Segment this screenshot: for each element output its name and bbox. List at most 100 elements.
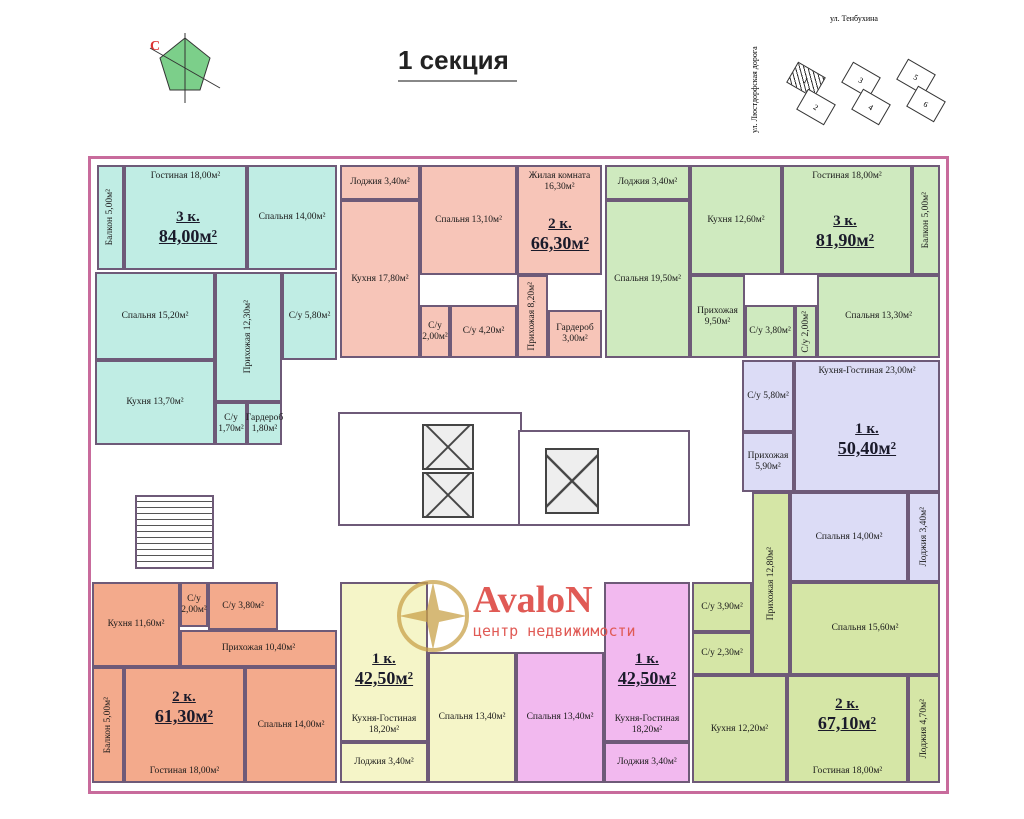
room: С/у 5,80м² bbox=[742, 360, 794, 432]
room-label: Кухня-Гостиная 23,00м² bbox=[818, 366, 916, 376]
room-label: Гостиная 18,00м² bbox=[150, 171, 221, 181]
room: Лоджия 3,40м² bbox=[908, 492, 940, 582]
room: С/у 5,80м² bbox=[282, 272, 337, 360]
apartment-label: 1 к.42,50м² bbox=[618, 651, 676, 689]
room-label: С/у 3,80м² bbox=[749, 326, 791, 337]
room: Лоджия 3,40м² bbox=[340, 742, 428, 783]
room: С/у 2,00м² bbox=[420, 305, 450, 358]
room: Спальня 14,00м² bbox=[245, 667, 337, 783]
room: С/у 3,80м² bbox=[745, 305, 795, 358]
room: Гостиная 18,00м² bbox=[124, 667, 245, 783]
section-6: 6 bbox=[906, 85, 946, 123]
room-label: Кухня 11,60м² bbox=[107, 619, 165, 630]
apartment-label: 2 к.61,30м² bbox=[155, 689, 213, 727]
room: Спальня 19,50м² bbox=[605, 200, 690, 358]
room-label: Спальня 14,00м² bbox=[257, 719, 325, 730]
room: Балкон 5,00м² bbox=[912, 165, 940, 275]
room: С/у 3,80м² bbox=[208, 582, 278, 630]
elevator-2 bbox=[422, 472, 474, 518]
apartment-rooms-count: 1 к. bbox=[635, 651, 659, 667]
room-label: Лоджия 3,40м² bbox=[617, 757, 677, 768]
apartment-area: 67,10м² bbox=[817, 713, 877, 733]
watermark: AvaloN центр недвижимости bbox=[395, 578, 636, 659]
apartment-rooms-count: 2 к. bbox=[548, 216, 572, 232]
elevator-1 bbox=[422, 424, 474, 470]
elevator-3 bbox=[545, 448, 599, 514]
room-label: Спальня 14,00м² bbox=[815, 531, 883, 542]
watermark-subtitle: центр недвижимости bbox=[473, 622, 636, 640]
apartment-area: 84,00м² bbox=[158, 226, 218, 246]
room-label: Прихожая 9,50м² bbox=[697, 305, 738, 327]
staircase bbox=[135, 495, 214, 569]
room: Гардероб 1,80м² bbox=[246, 402, 283, 445]
room: Кухня 12,20м² bbox=[692, 675, 787, 783]
room: Прихожая 10,40м² bbox=[180, 630, 337, 667]
apartment-area: 42,50м² bbox=[617, 668, 677, 688]
apartment-rooms-count: 2 к. bbox=[835, 696, 859, 712]
room: Лоджия 3,40м² bbox=[605, 165, 690, 200]
section-2: 2 bbox=[796, 88, 836, 126]
site-plan: ул. Тенбухина ул. Люстдорфская дорога 1 … bbox=[750, 8, 946, 138]
svg-text:С: С bbox=[150, 39, 160, 54]
room: Прихожая 9,50м² bbox=[690, 275, 745, 358]
room: Прихожая 5,90м² bbox=[742, 432, 794, 492]
room: Жилая комната 16,30м² bbox=[517, 165, 602, 275]
room: С/у 2,30м² bbox=[692, 632, 752, 675]
room: С/у 2,00м² bbox=[180, 582, 208, 627]
room-label: Прихожая 12,30м² bbox=[243, 300, 254, 374]
room-label: Спальня 13,10м² bbox=[435, 214, 502, 225]
room: Кухня 17,80м² bbox=[340, 200, 420, 358]
room-label: Прихожая 5,90м² bbox=[747, 451, 789, 472]
room-label: Спальня 15,20м² bbox=[121, 310, 189, 321]
room: Кухня-Гостиная 18,20м² bbox=[340, 582, 428, 742]
room-label: Лоджия 4,70м² bbox=[918, 699, 929, 759]
room-label: Гостиная 18,00м² bbox=[149, 766, 220, 777]
room: Спальня 14,00м² bbox=[790, 492, 908, 582]
room-label: Прихожая 8,20м² bbox=[527, 282, 538, 351]
room: Спальня 14,00м² bbox=[247, 165, 337, 270]
apartment-label: 1 к.42,50м² bbox=[355, 651, 413, 689]
street-top-label: ул. Тенбухина bbox=[830, 14, 878, 23]
room-label: Балкон 5,00м² bbox=[102, 696, 113, 754]
apartment-area: 50,40м² bbox=[837, 438, 897, 458]
room: Спальня 13,30м² bbox=[817, 275, 940, 358]
apartment-label: 1 к.50,40м² bbox=[838, 421, 896, 459]
room: Гостиная 18,00м² bbox=[782, 165, 912, 275]
room-label: С/у 3,90м² bbox=[701, 601, 743, 612]
room-label: С/у 2,00м² bbox=[181, 593, 207, 615]
room: Прихожая 12,80м² bbox=[752, 492, 790, 675]
room-label: Гостиная 18,00м² bbox=[812, 766, 883, 777]
room: С/у 1,70м² bbox=[215, 402, 247, 445]
room-label: Спальня 15,60м² bbox=[831, 623, 899, 634]
room: Гостиная 18,00м² bbox=[787, 675, 908, 783]
room-label: С/у 1,70м² bbox=[218, 412, 244, 434]
room: Прихожая 12,30м² bbox=[215, 272, 282, 402]
street-side-label: ул. Люстдорфская дорога bbox=[750, 46, 759, 133]
room-label: С/у 3,80м² bbox=[222, 600, 264, 611]
room-label: Кухня 12,60м² bbox=[707, 214, 765, 225]
room-label: Лоджия 3,40м² bbox=[617, 177, 678, 188]
room-label: Жилая комната 16,30м² bbox=[528, 171, 591, 192]
room: Кухня-Гостиная 18,20м² bbox=[604, 582, 690, 742]
room: Лоджия 4,70м² bbox=[908, 675, 940, 783]
room: Кухня-Гостиная 23,00м² bbox=[794, 360, 940, 492]
room-label: Балкон 5,00м² bbox=[105, 189, 116, 246]
room-label: Спальня 13,40м² bbox=[438, 712, 506, 723]
room: Кухня 11,60м² bbox=[92, 582, 180, 667]
page-title: 1 секция bbox=[398, 45, 517, 82]
apartment-rooms-count: 1 к. bbox=[372, 651, 396, 667]
room: Гардероб 3,00м² bbox=[548, 310, 602, 358]
apartment-label: 3 к.81,90м² bbox=[816, 213, 874, 251]
room-label: Кухня 12,20м² bbox=[710, 723, 769, 734]
room: Кухня 13,70м² bbox=[95, 360, 215, 445]
apartment-label: 2 к.66,30м² bbox=[531, 216, 589, 254]
room-label: Прихожая 10,40м² bbox=[221, 643, 296, 654]
room: Гостиная 18,00м² bbox=[124, 165, 247, 270]
room-label: С/у 2,30м² bbox=[701, 648, 743, 659]
section-4: 4 bbox=[851, 88, 891, 126]
compass-rose-logo-icon bbox=[397, 580, 469, 652]
room: Спальня 13,40м² bbox=[428, 652, 516, 783]
room: Лоджия 3,40м² bbox=[604, 742, 690, 783]
room: Спальня 15,60м² bbox=[790, 582, 940, 675]
